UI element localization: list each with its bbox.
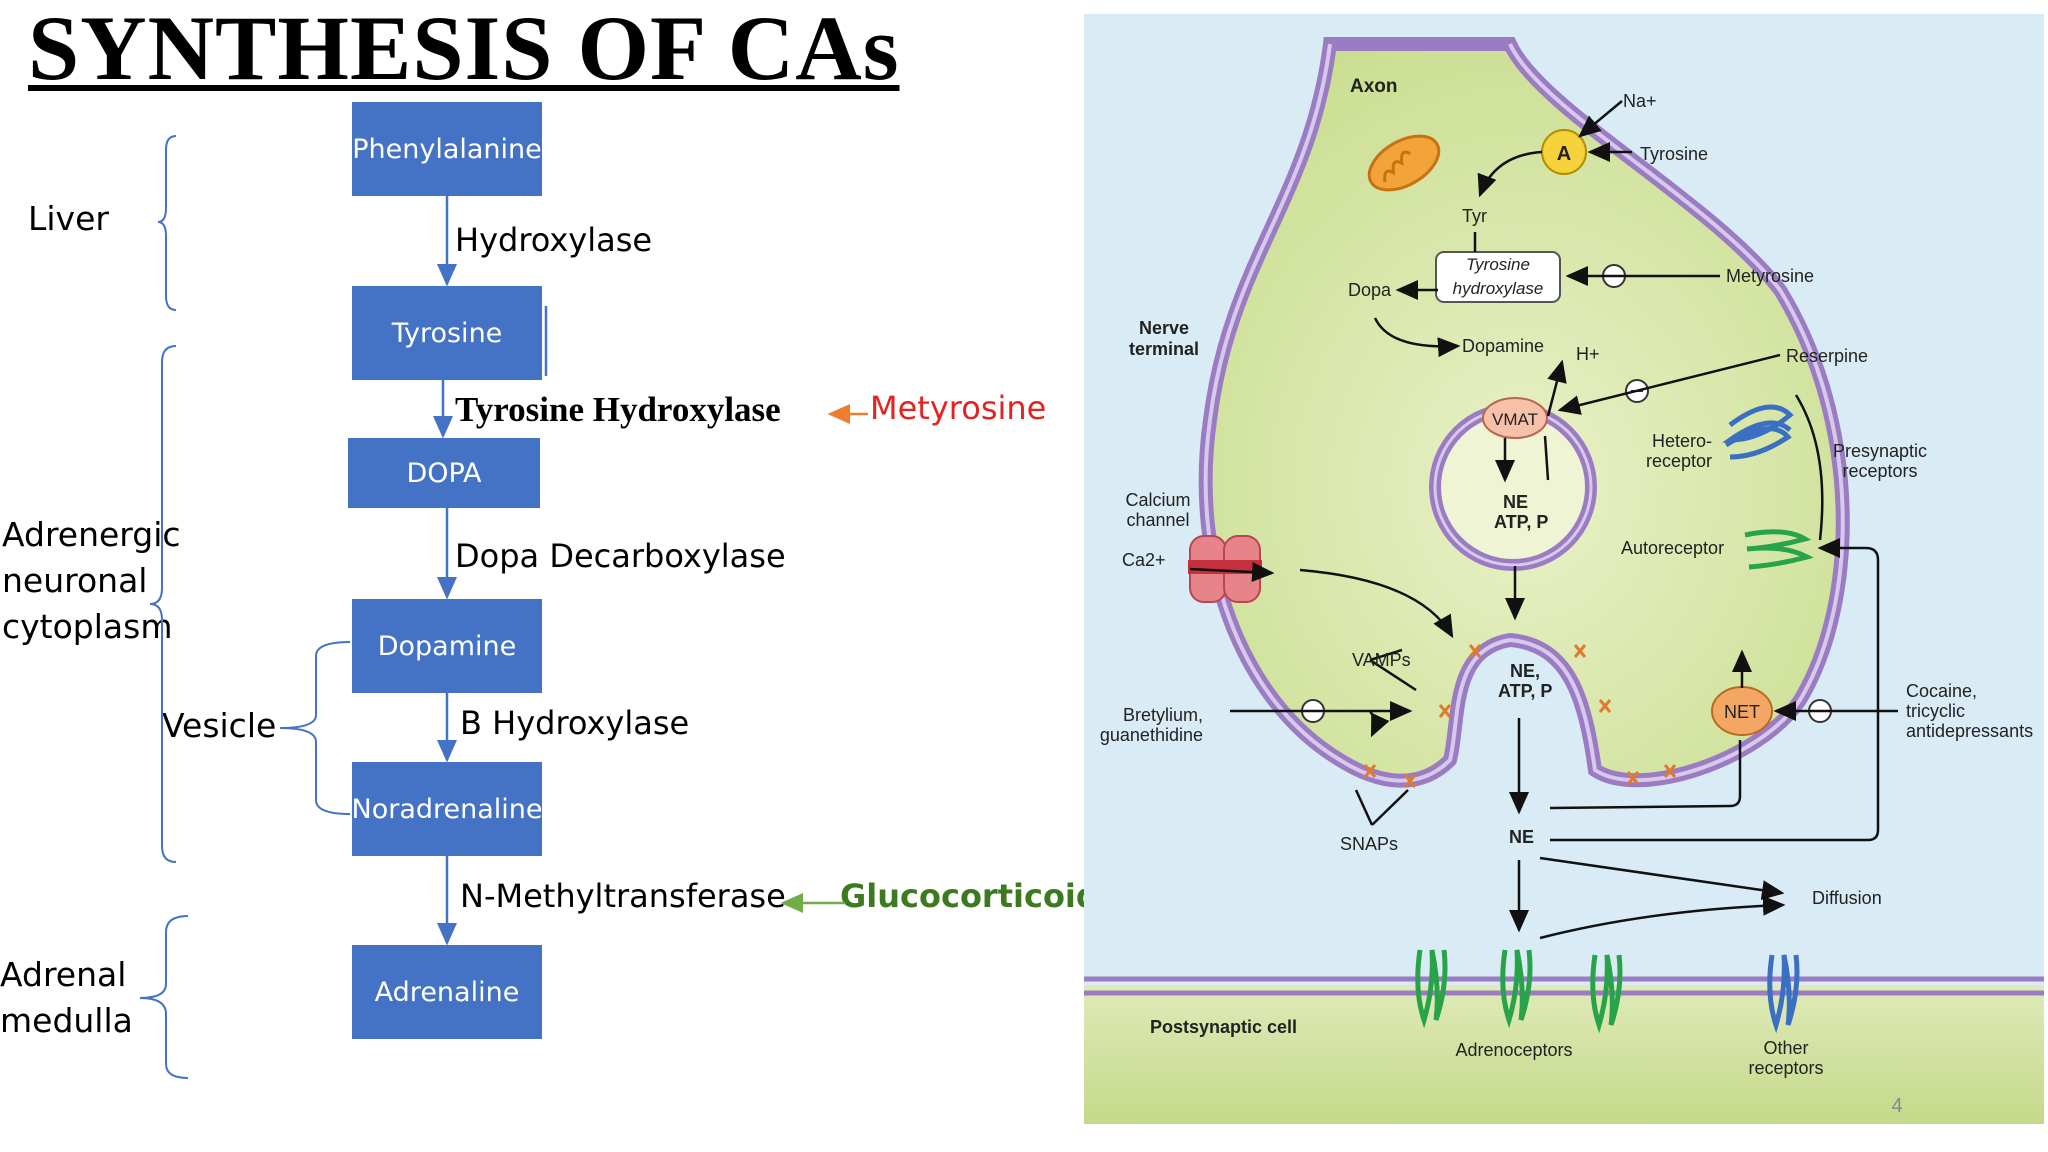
ca-label: Ca2+	[1122, 550, 1166, 570]
atp-cleft-label: ATP, P	[1498, 681, 1552, 701]
postsynaptic-label: Postsynaptic cell	[1150, 1017, 1297, 1037]
transporter-a-label: A	[1557, 143, 1571, 165]
hetero-label-1: Hetero-	[1652, 431, 1712, 451]
presynaptic-label-1: Presynaptic	[1833, 441, 1927, 461]
mitochondrion	[1367, 134, 1441, 192]
bretylium-label-1: Bretylium,	[1123, 705, 1203, 725]
site-adrenal-2: medulla	[0, 1001, 133, 1040]
snaps-label: SNAPs	[1340, 834, 1398, 854]
enzyme-n-methyltransferase: N-Methyltransferase	[460, 877, 786, 915]
calcium-label-2: channel	[1126, 510, 1189, 530]
glucocorticoids-label: Glucocorticoids	[840, 877, 1118, 915]
other-receptors-label-1: Other	[1763, 1038, 1808, 1058]
metyrosine-label: Metyrosine	[870, 389, 1047, 427]
ne-released-label: NE	[1509, 827, 1534, 847]
site-adrenergic-2: neuronal	[2, 561, 148, 600]
tyrosine-hydroxylase-box	[1435, 251, 1561, 303]
enzyme-tyrosine-hydroxylase: Tyrosine Hydroxylase	[455, 390, 781, 429]
tyrosine-box: Tyrosine	[352, 286, 542, 380]
other-receptors	[1767, 954, 1800, 1034]
tyrosine-transporter-label: Tyrosine	[1640, 144, 1708, 164]
autoreceptor-coil	[1744, 529, 1814, 570]
cocaine-label-1: Cocaine,	[1906, 681, 1977, 701]
na-label: Na+	[1623, 91, 1657, 111]
phenylalanine-box: Phenylalanine	[352, 102, 542, 196]
site-adrenergic-1: Adrenergic	[2, 515, 181, 554]
dopa-box: DOPA	[348, 438, 540, 508]
tyr-label: Tyr	[1462, 206, 1487, 226]
th-label-2: hydroxylase	[1453, 279, 1544, 298]
vmat-transporter	[1482, 397, 1548, 439]
dopa-figure-label: Dopa	[1348, 280, 1392, 300]
nerve-label-2: terminal	[1129, 339, 1199, 359]
ne-cleft-label-1: NE,	[1510, 661, 1540, 681]
noradrenaline-box: Noradrenaline	[352, 762, 543, 856]
site-brackets	[139, 135, 351, 1079]
dopamine-box: Dopamine	[352, 599, 542, 693]
autoreceptor-label: Autoreceptor	[1621, 538, 1724, 558]
enzyme-b-hydroxylase: B Hydroxylase	[460, 704, 690, 742]
axon-label: Axon	[1350, 76, 1398, 97]
site-vesicle: Vesicle	[162, 706, 277, 745]
reserpine-label: Reserpine	[1786, 346, 1868, 366]
other-receptors-label-2: receptors	[1748, 1058, 1823, 1078]
slide-title: SYNTHESIS OF CAs	[28, 0, 900, 99]
presynaptic-label-2: receptors	[1842, 461, 1917, 481]
site-adrenergic-3: cytoplasm	[2, 607, 173, 646]
postsynaptic-cell	[1084, 985, 2044, 1124]
cocaine-label-2: tricyclic	[1906, 701, 1965, 721]
site-adrenal-1: Adrenal	[0, 955, 127, 994]
net-label: NET	[1724, 702, 1760, 722]
vamps-label: VAMPs	[1352, 650, 1411, 670]
vmat-label: VMAT	[1492, 410, 1538, 429]
heteroreceptor-coil	[1722, 404, 1794, 460]
cocaine-label-3: antidepressants	[1906, 721, 2033, 741]
nerve-label-1: Nerve	[1139, 318, 1189, 338]
hplus-label: H+	[1576, 344, 1600, 364]
page-number: 4	[1891, 1095, 1902, 1117]
adrenoceptors	[1415, 949, 1623, 1034]
adrenaline-box: Adrenaline	[352, 945, 542, 1039]
metyrosine-figure-label: Metyrosine	[1726, 266, 1814, 286]
calcium-label-1: Calcium	[1125, 490, 1190, 510]
diffusion-label: Diffusion	[1812, 888, 1882, 908]
vamp-snap-markers	[1363, 644, 1677, 788]
hetero-label-2: receptor	[1646, 451, 1712, 471]
dopamine-figure-label: Dopamine	[1462, 336, 1544, 356]
atp-vesicle-label: ATP, P	[1494, 512, 1548, 532]
bretylium-label-2: guanethidine	[1100, 725, 1203, 745]
adrenoceptors-label: Adrenoceptors	[1455, 1040, 1572, 1060]
ne-vesicle-label: NE	[1503, 492, 1528, 512]
th-label-1: Tyrosine	[1466, 255, 1530, 274]
enzyme-dopa-decarboxylase: Dopa Decarboxylase	[455, 537, 786, 575]
site-liver: Liver	[28, 199, 109, 238]
enzyme-hydroxylase: Hydroxylase	[455, 221, 653, 259]
